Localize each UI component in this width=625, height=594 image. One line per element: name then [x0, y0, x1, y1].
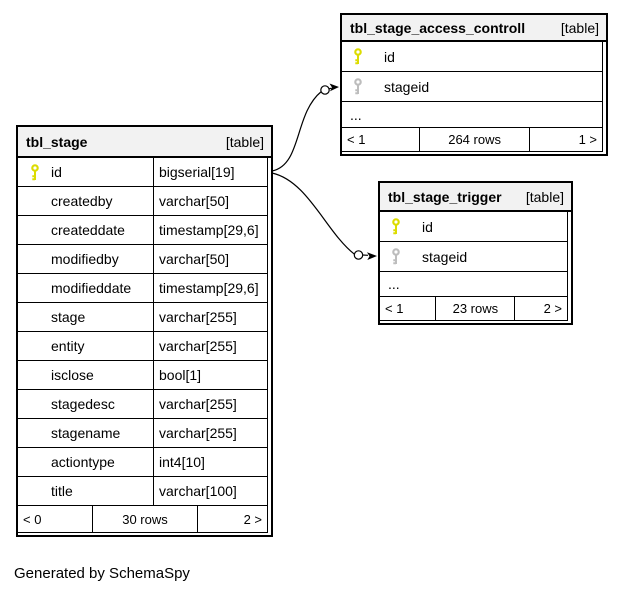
key-icon-slot	[353, 78, 368, 95]
column-row-entity: entity varchar[255]	[18, 332, 267, 361]
column-name: entity	[51, 338, 85, 354]
column-row-stageid: stageid	[342, 72, 602, 102]
table-header[interactable]: tbl_stage_access_controll [table]	[342, 15, 606, 42]
ellipsis-row: ...	[380, 272, 567, 297]
column-name: createddate	[51, 222, 125, 238]
column-name: id	[51, 164, 62, 180]
primary-key-icon	[31, 163, 39, 180]
column-type: varchar[255]	[159, 396, 237, 412]
footer-right-indicator: 2 >	[198, 506, 268, 532]
column-type: int4[10]	[159, 454, 205, 470]
footer-right-indicator: 2 >	[515, 297, 568, 320]
table-node-tbl-stage-access-controll[interactable]: tbl_stage_access_controll [table] id	[340, 13, 608, 156]
column-name: stagedesc	[51, 396, 115, 412]
connector-arrow-icon	[367, 252, 377, 260]
column-type: varchar[255]	[159, 309, 237, 325]
column-type: varchar[50]	[159, 251, 230, 267]
column-row-createdby: createdby varchar[50]	[18, 187, 267, 216]
column-row-actiontype: actiontype int4[10]	[18, 448, 267, 477]
column-name: stagename	[51, 425, 121, 441]
column-type: varchar[255]	[159, 338, 237, 354]
column-row-id: id	[342, 42, 602, 72]
column-name: title	[51, 483, 73, 499]
column-list: id stageid ...	[342, 42, 603, 128]
table-footer: < 1 264 rows 1 >	[342, 128, 603, 152]
column-type: timestamp[29,6]	[159, 280, 259, 296]
table-header[interactable]: tbl_stage [table]	[18, 127, 271, 158]
key-icon-slot	[30, 163, 45, 181]
column-row-title: title varchar[100]	[18, 477, 267, 506]
key-icon-slot	[353, 48, 368, 65]
table-footer: < 0 30 rows 2 >	[18, 506, 268, 533]
foreign-key-icon	[392, 248, 400, 265]
column-row-id: id bigserial[19]	[18, 158, 267, 187]
footer-row-count: 264 rows	[420, 128, 530, 151]
table-type-badge: [table]	[560, 19, 599, 36]
column-name: actiontype	[51, 454, 115, 470]
column-row-modifiedby: modifiedby varchar[50]	[18, 245, 267, 274]
table-name[interactable]: tbl_stage	[26, 133, 88, 150]
relationship-line-access-controll	[271, 83, 339, 172]
column-name: stage	[51, 309, 86, 325]
connector-circle	[320, 85, 330, 95]
primary-key-icon	[354, 48, 362, 65]
footer-row-count: 30 rows	[93, 506, 198, 532]
column-name: stageid	[384, 78, 430, 95]
ellipsis-row: ...	[342, 102, 602, 128]
column-row-isclose: isclose bool[1]	[18, 361, 267, 390]
column-name: id	[422, 218, 433, 235]
column-type: bigserial[19]	[159, 164, 235, 180]
connector-circle	[353, 250, 364, 260]
column-name: stageid	[422, 248, 468, 265]
column-type: varchar[100]	[159, 483, 237, 499]
column-name: modifiedby	[51, 251, 119, 267]
column-type: varchar[50]	[159, 193, 230, 209]
column-type: varchar[255]	[159, 425, 237, 441]
column-row-stagedesc: stagedesc varchar[255]	[18, 390, 267, 419]
foreign-key-icon	[354, 78, 362, 95]
column-row-stagename: stagename varchar[255]	[18, 419, 267, 448]
column-type: timestamp[29,6]	[159, 222, 259, 238]
footer-left-indicator: < 0	[18, 506, 93, 532]
primary-key-icon	[392, 218, 400, 235]
footer-right-indicator: 1 >	[530, 128, 603, 151]
column-row-stageid: stageid	[380, 242, 567, 272]
table-name[interactable]: tbl_stage_trigger	[388, 188, 502, 205]
column-type: bool[1]	[159, 367, 202, 383]
table-name[interactable]: tbl_stage_access_controll	[350, 19, 526, 36]
table-type-badge: [table]	[525, 188, 564, 205]
column-list: id bigserial[19] createdby varchar[50] c…	[18, 158, 268, 506]
column-row-stage: stage varchar[255]	[18, 303, 267, 332]
footer-left-indicator: < 1	[380, 297, 437, 320]
key-icon-slot	[391, 218, 406, 235]
key-icon-slot	[391, 248, 406, 265]
table-node-tbl-stage-trigger[interactable]: tbl_stage_trigger [table] id	[378, 181, 573, 325]
table-header[interactable]: tbl_stage_trigger [table]	[380, 183, 571, 212]
column-name: modifieddate	[51, 280, 132, 296]
generated-by-caption: Generated by SchemaSpy	[14, 565, 190, 582]
column-row-modifieddate: modifieddate timestamp[29,6]	[18, 274, 267, 303]
column-row-id: id	[380, 212, 567, 242]
table-node-tbl-stage[interactable]: tbl_stage [table] id bigserial[19] creat…	[16, 125, 273, 537]
connector-arrow-icon	[329, 83, 339, 92]
column-name: id	[384, 48, 395, 65]
relationship-line-trigger	[271, 172, 377, 260]
footer-left-indicator: < 1	[342, 128, 421, 151]
table-type-badge: [table]	[225, 133, 264, 150]
column-name: isclose	[51, 367, 94, 383]
column-row-createddate: createddate timestamp[29,6]	[18, 216, 267, 245]
column-list: id stageid ...	[380, 212, 568, 297]
column-name: createdby	[51, 193, 113, 209]
footer-row-count: 23 rows	[436, 297, 516, 320]
table-footer: < 1 23 rows 2 >	[380, 297, 568, 321]
